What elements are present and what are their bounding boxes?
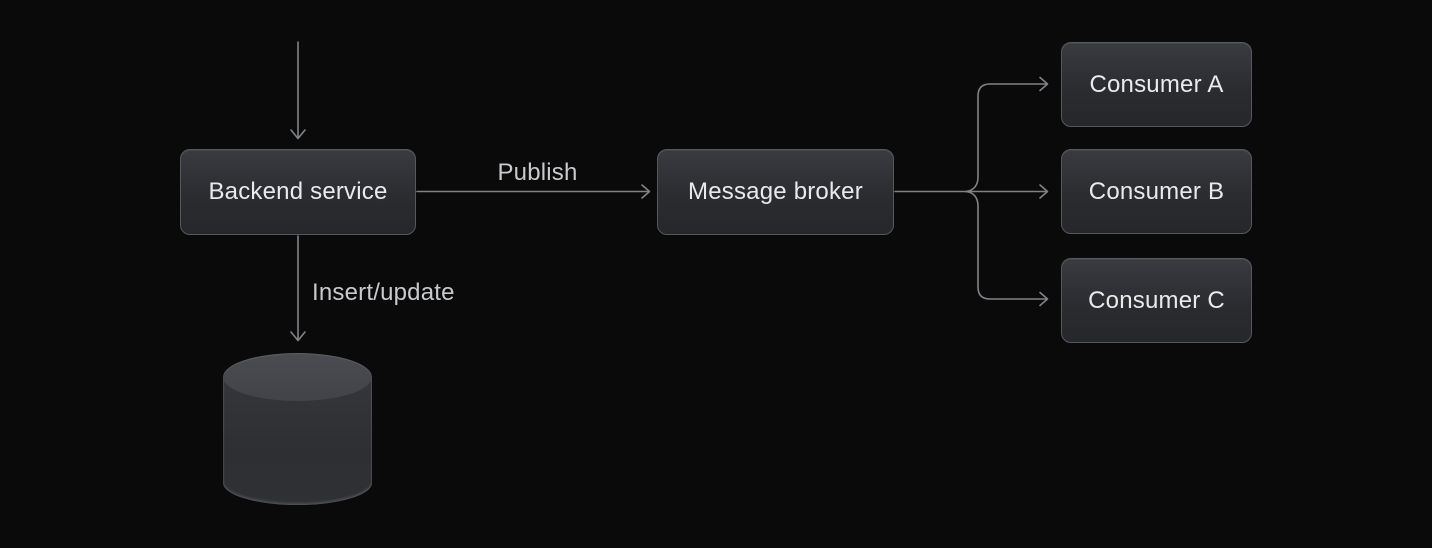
node-message-broker-label: Message broker [688,178,863,205]
node-backend-service: Backend service [180,149,416,235]
node-consumer-b-label: Consumer B [1088,177,1225,205]
arrow-broker-to-consumer-b [894,184,1049,199]
edge-label-insert-update: Insert/update [312,279,455,306]
arrow-inbound-to-backend [290,41,306,140]
node-consumer-b: Consumer B [1061,149,1252,234]
edge-label-publish: Publish [497,159,578,186]
node-message-broker: Message broker [657,149,894,235]
arrow-broker-to-consumer-c [965,190,1049,307]
arrow-insert-update [290,235,306,342]
node-consumer-a-label: Consumer A [1089,70,1224,98]
node-consumer-c-label: Consumer C [1088,286,1225,314]
cylinder-top-ellipse [223,353,372,401]
arrow-broker-to-consumer-a [965,76,1049,193]
database-cylinder-icon [223,353,372,505]
node-consumer-a: Consumer A [1061,42,1252,127]
node-consumer-c: Consumer C [1061,258,1252,343]
node-backend-service-label: Backend service [208,178,388,205]
